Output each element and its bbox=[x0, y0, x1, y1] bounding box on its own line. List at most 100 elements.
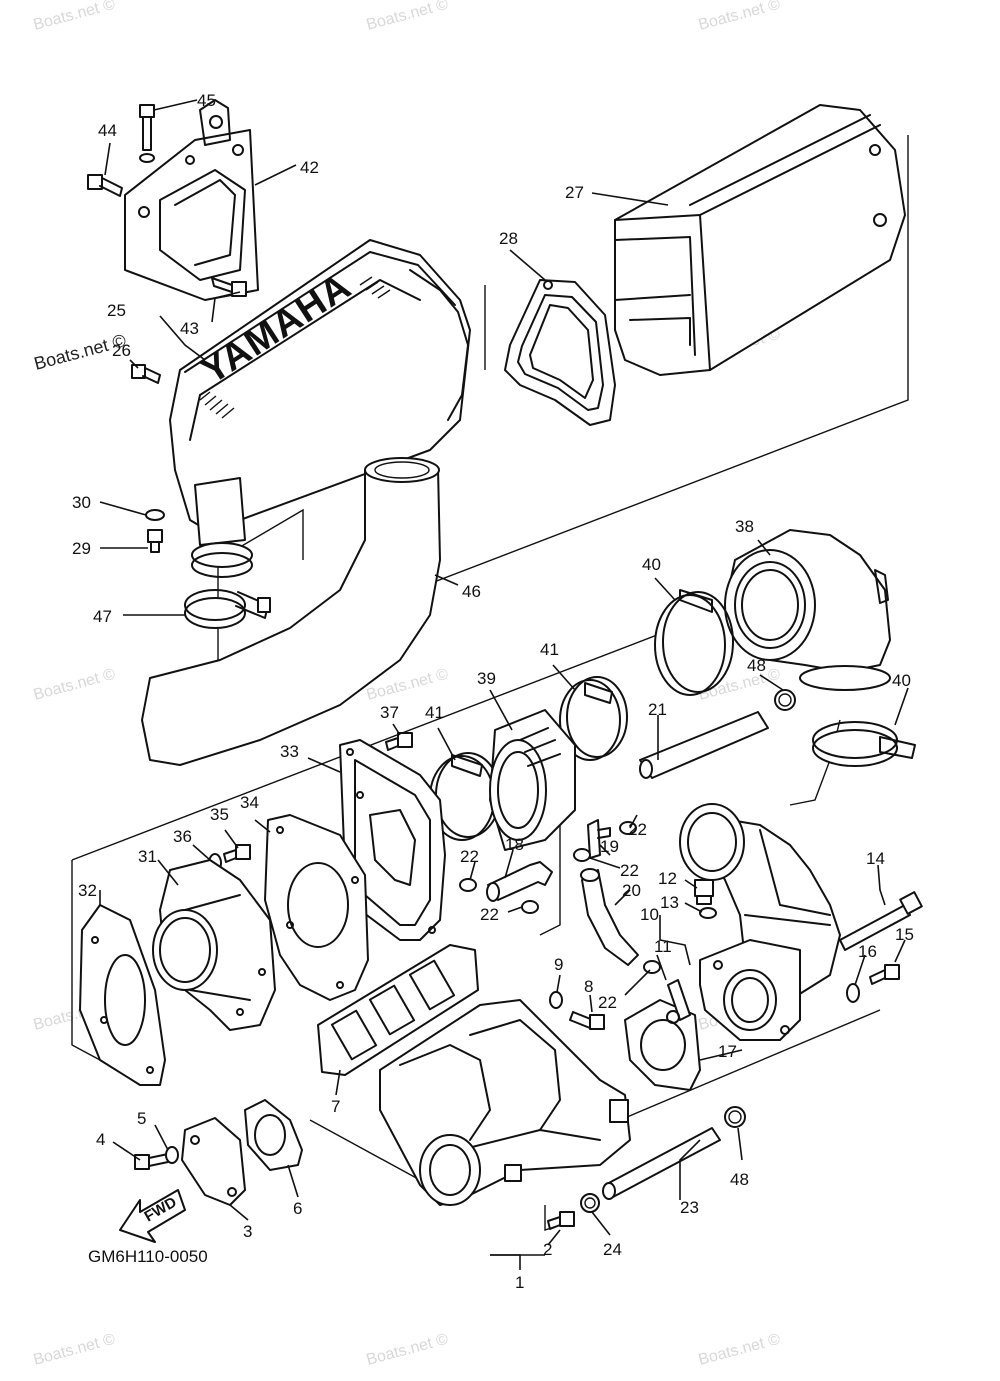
clamp-part-22-e bbox=[643, 960, 661, 974]
clamp-part-41-left bbox=[429, 752, 501, 841]
part-label: 43 bbox=[180, 319, 199, 338]
part-label: 9 bbox=[554, 955, 563, 974]
part-label: 41 bbox=[425, 703, 444, 722]
part-label: 32 bbox=[78, 881, 97, 900]
part-label: 2 bbox=[543, 1240, 552, 1259]
forward-arrow: FWD bbox=[119, 1189, 186, 1243]
clamp-part-22-d bbox=[573, 848, 591, 862]
part-label: 27 bbox=[565, 183, 584, 202]
part-label: 25 bbox=[107, 301, 126, 320]
watermark: Boats.net © bbox=[365, 1331, 451, 1369]
part-label: 1 bbox=[515, 1273, 524, 1292]
part-label: 7 bbox=[331, 1097, 340, 1116]
clamp-part-40-upper bbox=[654, 589, 734, 696]
watermark: Boats.net © bbox=[697, 0, 783, 34]
part-label: 18 bbox=[505, 835, 524, 854]
part-label: 14 bbox=[866, 849, 885, 868]
bolt-part-37 bbox=[385, 732, 413, 751]
part-label: 42 bbox=[300, 158, 319, 177]
bolt-part-45 bbox=[139, 104, 155, 163]
tube-part-23 bbox=[602, 1127, 721, 1200]
clamp-part-41-right bbox=[559, 676, 628, 761]
washer-part-9 bbox=[549, 991, 563, 1009]
part-label: 12 bbox=[658, 869, 677, 888]
part-label: 10 bbox=[640, 905, 659, 924]
bolt-part-14 bbox=[839, 891, 923, 951]
hose-part-18 bbox=[486, 861, 553, 902]
part-label: 16 bbox=[858, 942, 877, 961]
part-label: 20 bbox=[622, 881, 641, 900]
washer-part-13 bbox=[699, 907, 717, 919]
clamp-part-48-upper bbox=[774, 689, 796, 711]
part-label: 24 bbox=[603, 1240, 622, 1259]
tube-part-21 bbox=[639, 711, 769, 779]
gasket-part-17 bbox=[624, 999, 701, 1091]
clamp-part-22-a bbox=[459, 878, 477, 892]
bolt-part-8 bbox=[569, 1011, 605, 1030]
bolt-part-2 bbox=[547, 1211, 575, 1230]
washer-part-5 bbox=[165, 1146, 179, 1164]
gasket-part-34 bbox=[264, 814, 369, 1001]
bracket-part-42 bbox=[124, 99, 259, 301]
part-label: 40 bbox=[892, 671, 911, 690]
part-label: 30 bbox=[72, 493, 91, 512]
pipe-part-31 bbox=[152, 859, 276, 1031]
watermark: Boats.net © bbox=[32, 1331, 118, 1369]
bolt-part-29 bbox=[147, 529, 163, 553]
bolt-part-4 bbox=[134, 1153, 169, 1170]
bolt-part-15 bbox=[869, 964, 900, 985]
fitting-part-19 bbox=[587, 819, 611, 859]
part-label: 44 bbox=[98, 121, 117, 140]
part-label: 6 bbox=[293, 1199, 302, 1218]
part-label: 29 bbox=[72, 539, 91, 558]
gasket-part-7 bbox=[317, 944, 479, 1076]
part-label: 21 bbox=[648, 700, 667, 719]
part-label: 31 bbox=[138, 847, 157, 866]
part-label: 11 bbox=[654, 937, 672, 956]
part-label: 48 bbox=[747, 656, 766, 675]
part-label: 22 bbox=[628, 820, 647, 839]
part-label: 23 bbox=[680, 1198, 699, 1217]
diagram-code: GM6H110-0050 bbox=[88, 1247, 208, 1266]
part-label: 39 bbox=[477, 669, 496, 688]
gasket-part-6 bbox=[244, 1099, 303, 1171]
watermark: Boats.net © bbox=[365, 0, 451, 34]
part-label: 33 bbox=[280, 742, 299, 761]
clamp-part-40-lower bbox=[812, 721, 916, 767]
part-label: 17 bbox=[718, 1042, 737, 1061]
airbox-part-27 bbox=[614, 104, 906, 376]
part-label: 15 bbox=[895, 925, 914, 944]
elbow-part-38 bbox=[724, 529, 891, 691]
part-label: 8 bbox=[584, 977, 593, 996]
manifold-part-1 bbox=[379, 999, 631, 1206]
part-label: 3 bbox=[243, 1222, 252, 1241]
fitting-part-11 bbox=[666, 979, 691, 1024]
clamp-part-48-lower bbox=[724, 1106, 746, 1128]
part-label: 22 bbox=[620, 861, 639, 880]
hose-part-20 bbox=[580, 868, 639, 966]
part-label: 22 bbox=[460, 847, 479, 866]
part-label: 35 bbox=[210, 805, 229, 824]
part-label: 47 bbox=[93, 607, 112, 626]
part-label: 13 bbox=[660, 893, 679, 912]
watermark: Boats.net © bbox=[697, 1331, 783, 1369]
part-label: 37 bbox=[380, 703, 399, 722]
part-label: 5 bbox=[137, 1109, 146, 1128]
part-labels: 1 2 3 4 5 6 7 8 9 10 11 12 13 14 15 16 1… bbox=[72, 91, 914, 1292]
part-label: 26 bbox=[112, 341, 131, 360]
part-label: 48 bbox=[730, 1170, 749, 1189]
plug-part-12 bbox=[694, 879, 714, 905]
part-label: 46 bbox=[462, 582, 481, 601]
watermark: Boats.net © bbox=[32, 666, 118, 704]
bolt-part-26 bbox=[131, 364, 161, 384]
coupling-part-39 bbox=[489, 709, 576, 851]
watermark: Boats.net © bbox=[32, 0, 118, 34]
part-label: 22 bbox=[480, 905, 499, 924]
clamp-part-47 bbox=[184, 589, 271, 629]
part-label: 22 bbox=[598, 993, 617, 1012]
bolt-part-44 bbox=[87, 174, 123, 197]
part-label: 19 bbox=[600, 837, 619, 856]
clamp-part-22-b bbox=[521, 900, 539, 914]
